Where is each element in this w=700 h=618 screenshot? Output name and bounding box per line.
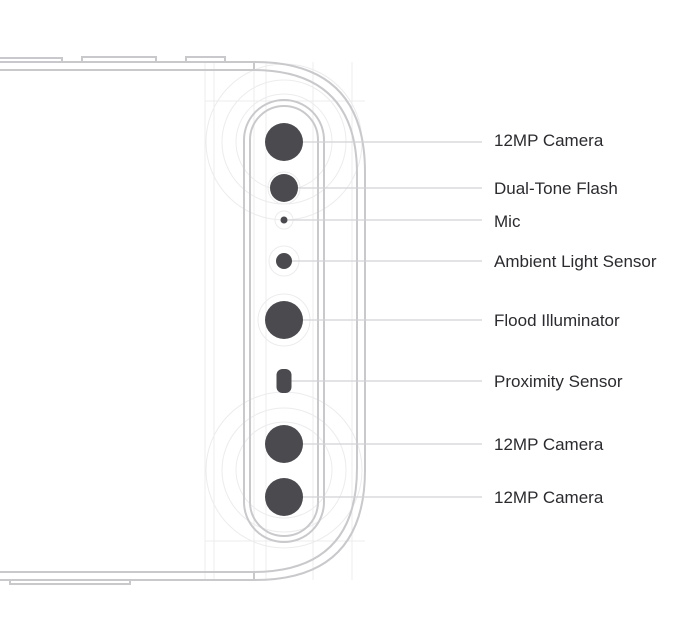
label-ambient-light-sensor: Ambient Light Sensor — [494, 252, 657, 271]
sensor-camera-middle — [265, 425, 303, 463]
label-12mp-camera-bottom: 12MP Camera — [494, 488, 604, 507]
leader-lines — [287, 141, 482, 498]
phone-body-outline — [0, 61, 366, 581]
sensor-camera-bottom — [265, 478, 303, 516]
sensor-flash — [270, 174, 298, 202]
side-buttons — [0, 56, 226, 585]
sensor-proximity — [276, 369, 292, 393]
label-mic: Mic — [494, 212, 521, 231]
sensor-flood — [265, 301, 303, 339]
camera-bump — [243, 99, 325, 543]
sensor-mic — [280, 216, 288, 224]
label-proximity-sensor: Proximity Sensor — [494, 372, 623, 391]
label-dual-tone-flash: Dual-Tone Flash — [494, 179, 618, 198]
label-flood-illuminator: Flood Illuminator — [494, 311, 620, 330]
sensor-array — [265, 123, 303, 516]
label-12mp-camera-middle: 12MP Camera — [494, 435, 604, 454]
sensor-camera-top — [265, 123, 303, 161]
sensor-ambient-light — [276, 253, 292, 269]
label-12mp-camera-top: 12MP Camera — [494, 131, 604, 150]
